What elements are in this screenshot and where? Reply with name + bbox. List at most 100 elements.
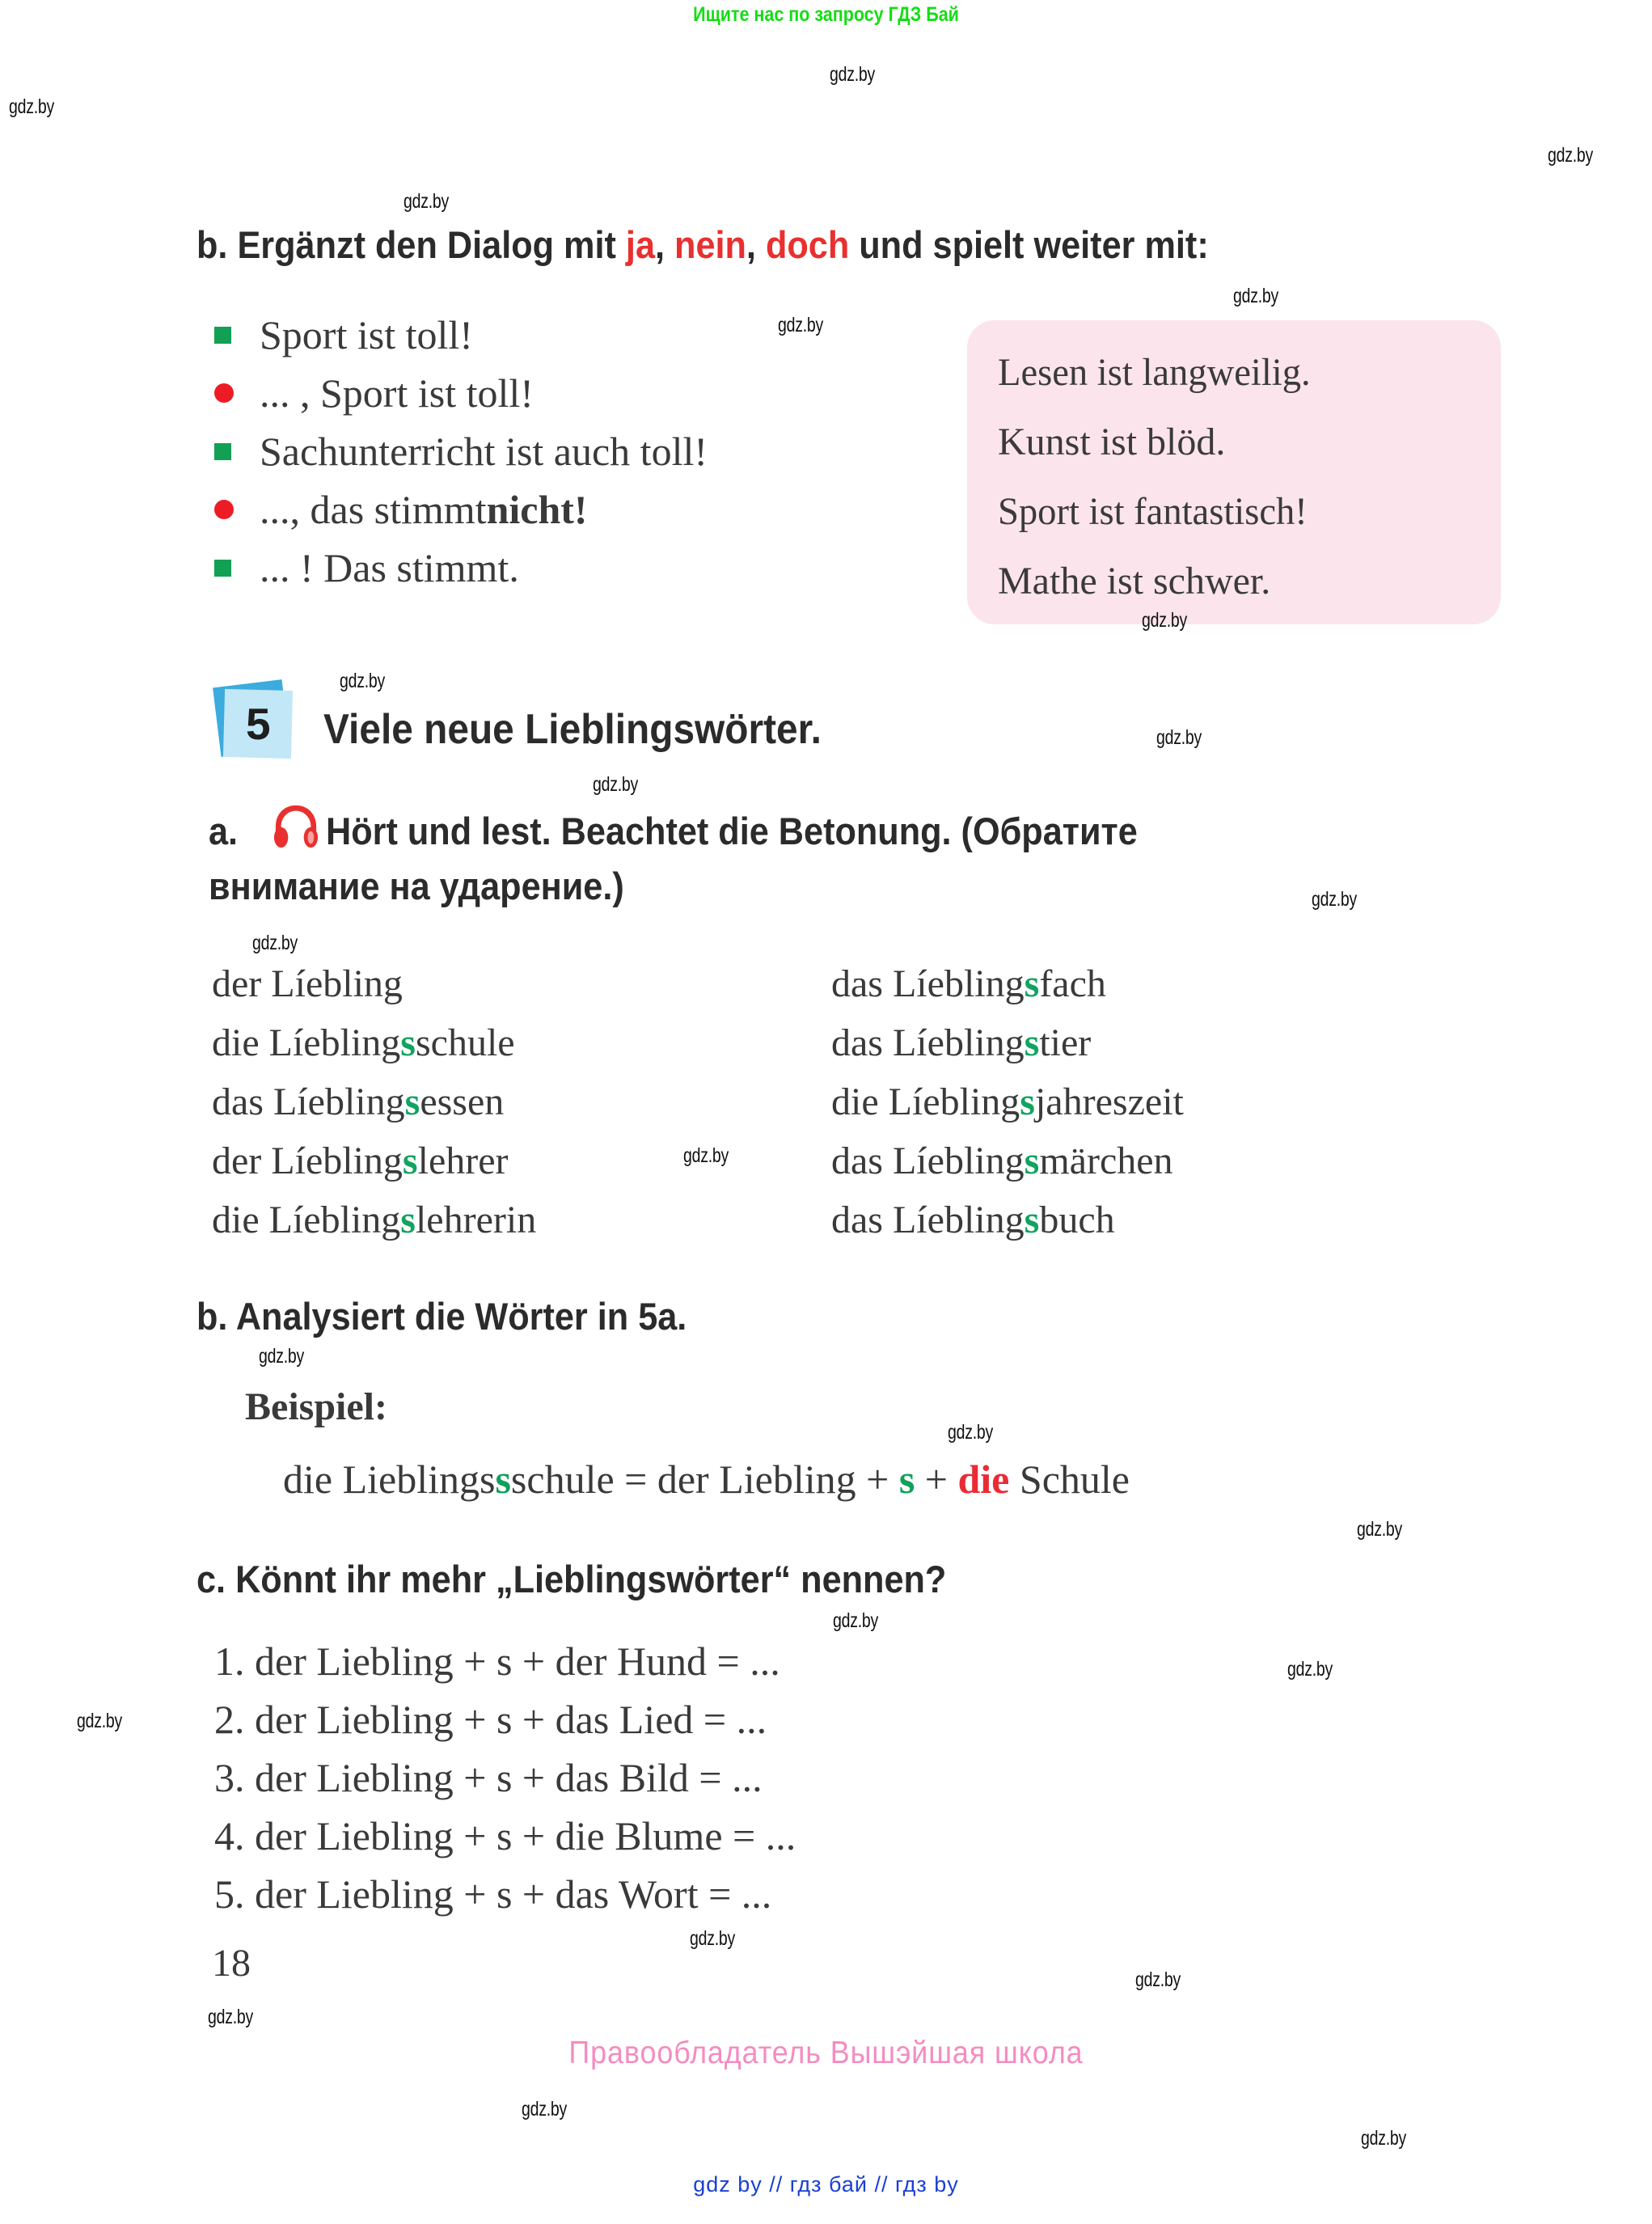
word-stem: die Líebling [831,1080,1020,1123]
formula-part1: die Lieblings [283,1457,496,1502]
word-stem: das Líebling [831,1021,1025,1064]
dialog-line-text: Sport ist toll! [260,312,473,357]
promo-banner: Ищите нас по запросу ГДЗ Бай [693,3,959,26]
dialog-line-text: ... , Sport ist toll! [260,370,534,416]
example-formula: die Lieblingssschule = der Liebling + s … [283,1456,1130,1503]
part-b-heading: b. Analysiert die Wörter in 5a. [196,1295,687,1338]
watermark: gdz.by [593,773,639,796]
word-nein: nein [674,223,746,266]
headphones-icon [271,802,321,849]
watermark: gdz.by [948,1421,994,1444]
dialog-list: Sport ist toll! ... , Sport ist toll! Sa… [196,306,708,597]
heading-4b-part2: und spielt weiter mit: [849,223,1209,266]
linking-s: s [1020,1080,1035,1123]
dialog-line: Sport ist toll! [196,306,708,364]
formula-article-die: die [957,1457,1010,1502]
watermark: gdz.by [1312,888,1358,911]
word-entry: die Líeblingslehrerin [212,1190,536,1249]
word-entry: das Líeblingstier [831,1013,1184,1072]
watermark: gdz.by [683,1144,729,1167]
part-a-instruction-line2: внимание на ударение.) [209,865,624,907]
watermark: gdz.by [522,2098,568,2120]
beispiel-label: Beispiel: [245,1385,387,1428]
linking-s: s [1024,1199,1040,1241]
word-entry: das Líeblingsessen [212,1072,536,1131]
word-entry: die Líeblingsjahreszeit [831,1072,1184,1131]
footer-site-links: gdz by // гдз бай // гдз by [693,2172,959,2197]
word-tail: fach [1039,962,1106,1005]
watermark: gdz.by [252,932,298,954]
dialog-line: ... ! Das stimmt. [196,539,708,597]
red-circle-bullet-icon [196,383,260,403]
heading-4b-sep2: , [746,223,766,266]
watermark: gdz.by [1287,1658,1333,1681]
word-stem: der Líebling [212,962,403,1005]
heading-4b-sep1: , [654,223,675,266]
word-tail: tier [1039,1021,1092,1064]
word-tail: märchen [1039,1139,1173,1182]
word-tail: lehrer [417,1139,509,1182]
linking-s: s [1024,962,1040,1005]
pink-box-line: Kunst ist blöd. [998,421,1226,463]
part-c-heading: c. Könnt ihr mehr „Lieblingswörter“ nenn… [196,1558,947,1600]
word-stem: das Líebling [831,1139,1025,1182]
dialog-line-emphasis: nicht! [486,487,588,532]
watermark: gdz.by [1361,2127,1407,2150]
pink-phrase-box: Lesen ist langweilig. Kunst ist blöd. Sp… [967,320,1501,624]
watermark: gdz.by [690,1927,736,1950]
word-tail: buch [1039,1199,1115,1241]
word-stem: die Líebling [212,1199,401,1241]
list-item: 4. der Liebling + s + die Blume = ... [214,1813,796,1858]
word-tail: lehrerin [415,1199,537,1241]
watermark: gdz.by [1233,285,1279,307]
part-a-instruction-line1: Hört und lest. Beachtet die Betonung. (О… [326,810,1138,852]
list-item: 5. der Liebling + s + das Wort = ... [214,1871,772,1917]
word-stem: das Líebling [212,1080,405,1123]
copyright-notice: Правообладатель Вышэйшая школа [568,2036,1084,2070]
dialog-line: ..., das stimmt nicht! [196,480,708,539]
list-item: 1. der Liebling + s + der Hund = ... [214,1638,780,1684]
exercise-5-title: Viele neue Lieblingswörter. [323,706,822,753]
part-a-label: a. [209,810,239,852]
dialog-line-text: ... ! Das stimmt. [260,545,519,590]
word-entry: der Líebling [212,954,536,1013]
watermark: gdz.by [1156,726,1202,749]
linking-s: s [404,1080,420,1123]
linking-s: s [402,1139,418,1182]
red-circle-bullet-icon [196,500,260,519]
list-item: 2. der Liebling + s + das Lied = ... [214,1697,767,1742]
exercise-number-label: 5 [245,699,271,749]
exercise-4b-heading: b. Ergänzt den Dialog mit ja, nein, doch… [196,222,1209,267]
formula-plus: + [915,1457,958,1502]
page-number: 18 [212,1942,251,1985]
watermark: gdz.by [830,63,876,86]
green-square-bullet-icon [196,326,260,344]
linking-s: s [400,1021,416,1064]
dialog-line-text: Sachunterricht ist auch toll! [260,429,708,474]
word-stem: die Líebling [212,1021,401,1064]
part-c-numbered-list: 1. der Liebling + s + der Hund = ... 2. … [214,1632,796,1923]
watermark: gdz.by [1357,1518,1403,1541]
watermark: gdz.by [340,670,386,692]
dialog-line: Sachunterricht ist auch toll! [196,422,708,480]
list-item: 3. der Liebling + s + das Bild = ... [214,1755,763,1800]
green-square-bullet-icon [196,559,260,577]
word-tail: essen [420,1080,505,1123]
pink-box-line: Mathe ist schwer. [998,560,1271,603]
word-entry: das Líeblingsbuch [831,1190,1184,1249]
word-stem: der Líebling [212,1139,403,1182]
watermark: gdz.by [208,2006,254,2028]
watermark: gdz.by [1142,609,1188,632]
exercise-number-card: 5 [213,679,296,763]
watermark: gdz.by [1135,1968,1181,1991]
word-tail: schule [415,1021,515,1064]
formula-part1b: schule = der Liebling + [510,1457,899,1502]
word-stem: das Líebling [831,962,1025,1005]
formula-linking-s: s [898,1457,915,1502]
formula-linking-s-inline: s [495,1457,511,1502]
word-entry: das Líeblingsfach [831,954,1184,1013]
word-entry: der Líeblingslehrer [212,1131,536,1190]
